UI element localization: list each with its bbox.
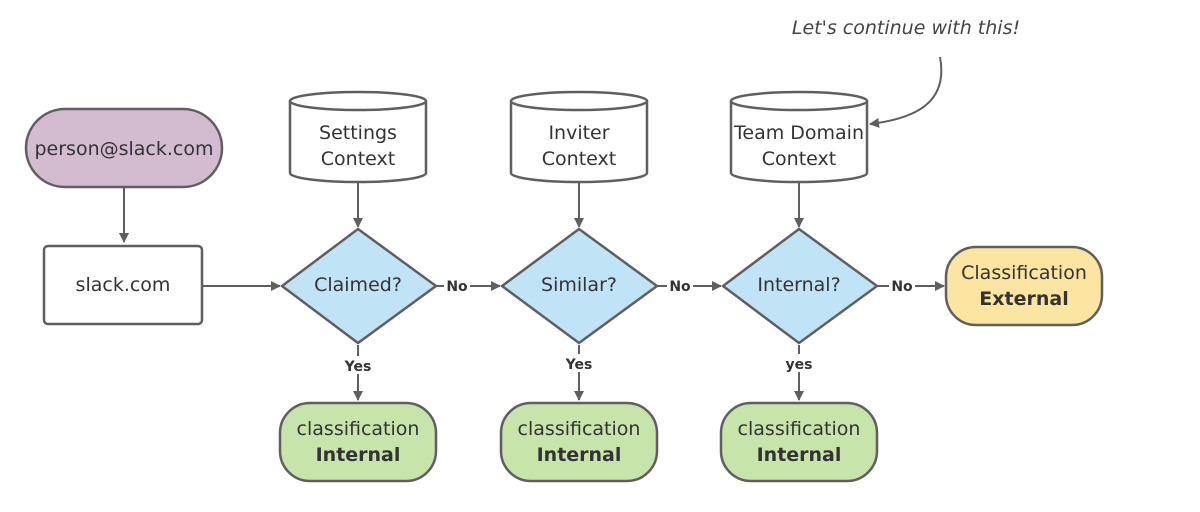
- internal-result-3-line2: Internal: [757, 444, 842, 466]
- internal-result-2-line1: classification: [518, 418, 641, 440]
- internal-question-label: Internal?: [757, 274, 840, 296]
- edge-label-internal-no: No: [891, 279, 913, 295]
- inviter-context-line2: Context: [542, 148, 616, 170]
- external-result-line1: Classification: [961, 262, 1087, 284]
- external-result-line2: External: [979, 288, 1068, 310]
- edge-label-similar-yes: Yes: [565, 357, 593, 373]
- inviter-context-node: [509, 90, 649, 184]
- team-domain-context-node: [729, 90, 869, 184]
- claimed-decision: [280, 227, 438, 345]
- internal-decision: [721, 227, 879, 345]
- internal-result-1-line2: Internal: [316, 444, 401, 466]
- domain-node: [42, 244, 204, 326]
- email-node: [24, 107, 224, 189]
- team-domain-context-line1: Team Domain: [733, 122, 864, 144]
- internal-result-3-node: [719, 401, 879, 483]
- internal-result-2-node: [499, 401, 659, 483]
- settings-context-line1: Settings: [319, 122, 397, 144]
- similar-label: Similar?: [541, 274, 617, 296]
- edge-label-similar-no: No: [669, 279, 691, 295]
- email-label: person@slack.com: [34, 138, 213, 160]
- internal-result-3-line1: classification: [738, 418, 861, 440]
- inviter-context-line1: Inviter: [548, 122, 609, 144]
- settings-context-line2: Context: [321, 148, 395, 170]
- note-text: Let's continue with this!: [792, 17, 1020, 39]
- note-arrow: [869, 56, 943, 128]
- internal-result-1-node: [278, 401, 438, 483]
- edge-label-internal-yes: yes: [786, 357, 813, 373]
- domain-label: slack.com: [76, 274, 171, 296]
- edge-label-claimed-no: No: [446, 279, 468, 295]
- team-domain-context-line2: Context: [762, 148, 836, 170]
- similar-decision: [500, 227, 659, 345]
- internal-result-2-line2: Internal: [537, 444, 622, 466]
- settings-context-node: [288, 90, 428, 184]
- external-result-node: [944, 245, 1104, 327]
- edge-label-claimed-yes: Yes: [344, 359, 372, 375]
- internal-result-1-line1: classification: [297, 418, 420, 440]
- claimed-label: Claimed?: [314, 274, 402, 296]
